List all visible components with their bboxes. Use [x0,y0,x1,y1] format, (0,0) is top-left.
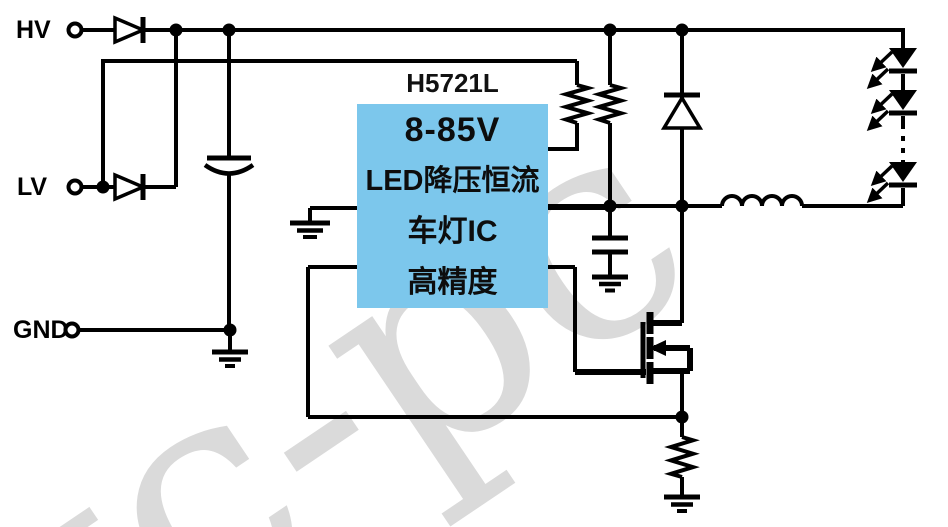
ic-precision-line: 高精度 [407,266,498,299]
ic-application-line: 车灯IC [407,215,498,248]
ic-function-line: LED降压恒流 [365,165,540,197]
ground-symbol-ic-left [290,220,330,239]
gnd-label: GND [13,316,69,344]
hv-label: HV [16,16,51,44]
ground-symbol-main [212,349,248,368]
hv-terminal [66,21,84,39]
led-light-arrows [866,50,894,204]
led-string [866,48,917,204]
input-capacitor [203,155,255,176]
inductor [720,194,804,207]
ground-symbol-sense [664,494,700,513]
ground-symbol-cap [592,274,628,293]
power-mosfet [575,312,693,384]
ic-voltage-range: 8-85V [404,111,501,149]
gnd-terminal [63,321,81,339]
current-sense-resistor [663,435,700,479]
lv-input-diode [113,172,148,202]
junction-dots [96,23,689,424]
lv-link-resistor [558,83,596,125]
lv-terminal [66,178,84,196]
hv-input-diode [113,15,148,45]
decoupling-capacitor [592,235,628,255]
freewheel-diode [660,92,704,130]
vin-resistor [591,83,629,125]
ic-part-number: H5721L [406,68,499,98]
ic-description-box: 8-85V LED降压恒流 车灯IC 高精度 [357,104,548,308]
lv-label: LV [17,173,48,201]
